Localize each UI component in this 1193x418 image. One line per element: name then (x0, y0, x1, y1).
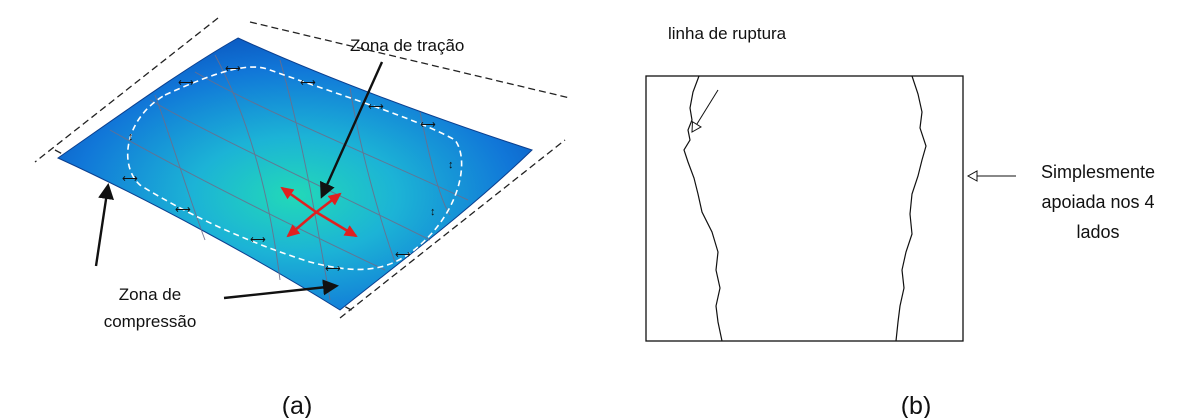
compression-zone-label-line2: compressão (104, 312, 197, 331)
support-label-line3: lados (1076, 222, 1119, 242)
tension-zone-label: Zona de tração (350, 36, 464, 55)
svg-text:↕: ↕ (448, 159, 454, 171)
svg-text:⟷: ⟷ (122, 173, 138, 185)
panel-b: linha de ruptura Simplesmente apoiada no… (645, 24, 1155, 418)
svg-text:⟷: ⟷ (420, 119, 436, 131)
tension-zone-arrow (320, 61, 384, 199)
rupture-line-pointer (691, 89, 719, 133)
compression-zone-arrow-left (94, 183, 114, 267)
svg-text:↕: ↕ (128, 131, 134, 143)
svg-text:⟷: ⟷ (325, 263, 341, 275)
support-label-line1: Simplesmente (1041, 162, 1155, 182)
tension-arrows (280, 186, 358, 238)
svg-text:⟷: ⟷ (395, 249, 411, 261)
svg-text:⟷: ⟷ (300, 77, 316, 89)
panel-a: ⟷ ⟷ ⟷ ⟷ ⟷ ↕ ↕ ⟷ ⟷ ⟷ ⟷ ⟷ ↕ Zona de tração… (34, 17, 571, 418)
panel-a-caption: (a) (282, 392, 313, 418)
svg-text:⟷: ⟷ (250, 234, 266, 246)
support-label-line2: apoiada nos 4 (1041, 192, 1154, 212)
svg-text:⟷: ⟷ (175, 204, 191, 216)
panel-b-caption: (b) (901, 392, 932, 418)
slab-outline (645, 75, 964, 342)
svg-text:⟷: ⟷ (178, 77, 194, 89)
rupture-line-right (895, 75, 927, 342)
rupture-line-left (683, 75, 723, 342)
compression-zone-arrow-right (223, 279, 339, 300)
loop-small-arrows: ⟷ ⟷ ⟷ ⟷ ⟷ ↕ ↕ ⟷ ⟷ ⟷ ⟷ ⟷ ↕ (122, 63, 454, 275)
compression-boundary-loop (127, 66, 463, 271)
svg-text:⟷: ⟷ (368, 101, 384, 113)
compression-zone-label-line1: Zona de (119, 285, 181, 304)
svg-text:⟷: ⟷ (225, 63, 241, 75)
svg-text:↕: ↕ (430, 206, 436, 218)
plate-mesh-lines (109, 54, 469, 301)
rupture-line-label: linha de ruptura (668, 24, 787, 43)
